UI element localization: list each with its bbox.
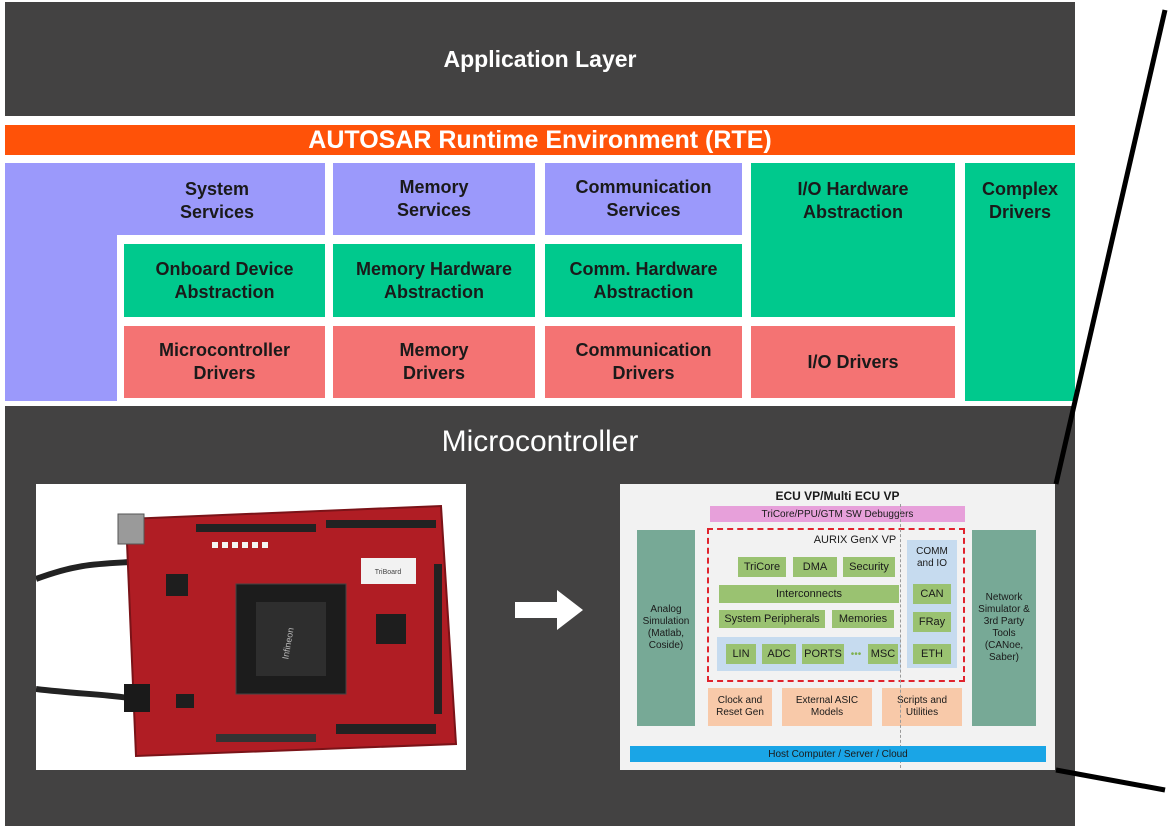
vp-scripts-utilities: Scripts and Utilities xyxy=(882,688,962,726)
header-bottom-2 xyxy=(216,734,316,742)
header-right xyxy=(434,564,442,714)
vp-can: CAN xyxy=(913,584,951,604)
vp-ellipsis: ••• xyxy=(850,648,862,660)
vp-host-bar: Host Computer / Server / Cloud xyxy=(630,746,1046,762)
vp-title: ECU VP/Multi ECU VP xyxy=(775,489,900,503)
board-photo: Infineon TriBoard xyxy=(34,484,466,770)
evaluation-board-image: Infineon TriBoard xyxy=(34,504,458,758)
system-services-label: System Services xyxy=(179,179,255,222)
memory-services: Memory Services xyxy=(333,163,535,235)
vp-ports: PORTS xyxy=(802,644,844,664)
vp-eth: ETH xyxy=(913,644,951,664)
power-cable xyxy=(35,686,137,702)
vp-security: Security xyxy=(843,557,895,577)
header-top-1 xyxy=(196,524,316,532)
vp-memories: Memories xyxy=(832,610,894,628)
vp-dma: DMA xyxy=(793,557,837,577)
board-sticker-text: TriBoard xyxy=(375,569,402,576)
vp-analog-simulation: Analog Simulation (Matlab, Coside) xyxy=(637,530,695,726)
io-hw-abstraction xyxy=(751,163,955,317)
comm-hw-abstraction: Comm. Hardware Abstraction xyxy=(545,244,742,317)
vp-comm-io-label: COMM and IO xyxy=(916,546,948,569)
communication-services: Communication Services xyxy=(545,163,742,235)
header-bottom xyxy=(336,724,436,734)
application-layer: Application Layer xyxy=(5,2,1075,116)
vp-aurix-label: AURIX GenX VP xyxy=(813,534,897,546)
microcontroller-drivers: Microcontroller Drivers xyxy=(124,326,325,398)
vp-adc: ADC xyxy=(762,644,796,664)
ic-3 xyxy=(176,694,194,708)
vp-tricore: TriCore xyxy=(738,557,786,577)
zoom-line-bottom xyxy=(1055,767,1166,793)
vp-external-asic: External ASIC Models xyxy=(782,688,872,726)
vp-msc: MSC xyxy=(868,644,898,664)
ic-2 xyxy=(166,574,188,596)
memory-hw-abstraction: Memory Hardware Abstraction xyxy=(333,244,535,317)
led-row xyxy=(212,542,268,548)
rte-layer: AUTOSAR Runtime Environment (RTE) xyxy=(5,125,1075,155)
zoom-line-top xyxy=(1053,9,1168,485)
io-drivers: I/O Drivers xyxy=(751,326,955,398)
complex-drivers xyxy=(965,163,1075,401)
vp-clock-reset: Clock and Reset Gen xyxy=(708,688,772,726)
connector xyxy=(124,684,150,712)
communication-drivers: Communication Drivers xyxy=(545,326,742,398)
complex-drivers-label: Complex Drivers xyxy=(981,179,1059,222)
ic-1 xyxy=(376,614,406,644)
vp-fray: FRay xyxy=(913,612,951,632)
vp-debuggers: TriCore/PPU/GTM SW Debuggers xyxy=(710,506,965,522)
microcontroller-label: Microcontroller xyxy=(441,425,639,458)
vp-divider xyxy=(900,504,901,768)
system-services-side xyxy=(5,163,117,401)
zoom-lines xyxy=(1053,9,1168,793)
header-top-2 xyxy=(326,520,436,528)
memory-drivers: Memory Drivers xyxy=(333,326,535,398)
onboard-device-abstraction: Onboard Device Abstraction xyxy=(124,244,325,317)
cpu-socket-inner xyxy=(256,602,326,676)
vp-interconnects: Interconnects xyxy=(719,585,899,603)
vp-aurix-box xyxy=(707,528,965,682)
vp-lin: LIN xyxy=(726,644,756,664)
ethernet-jack xyxy=(117,513,145,545)
board-sticker xyxy=(361,558,416,584)
right-arrow-icon xyxy=(515,590,583,630)
vp-system-peripherals: System Peripherals xyxy=(719,610,825,628)
ecu-vp-diagram: ECU VP/Multi ECU VP TriCore/PPU/GTM SW D… xyxy=(620,484,1055,770)
vp-network-simulator: Network Simulator & 3rd Party Tools (CAN… xyxy=(972,530,1036,726)
io-hw-abstraction-label: I/O Hardware Abstraction xyxy=(797,179,909,222)
usb-cable xyxy=(34,559,132,582)
